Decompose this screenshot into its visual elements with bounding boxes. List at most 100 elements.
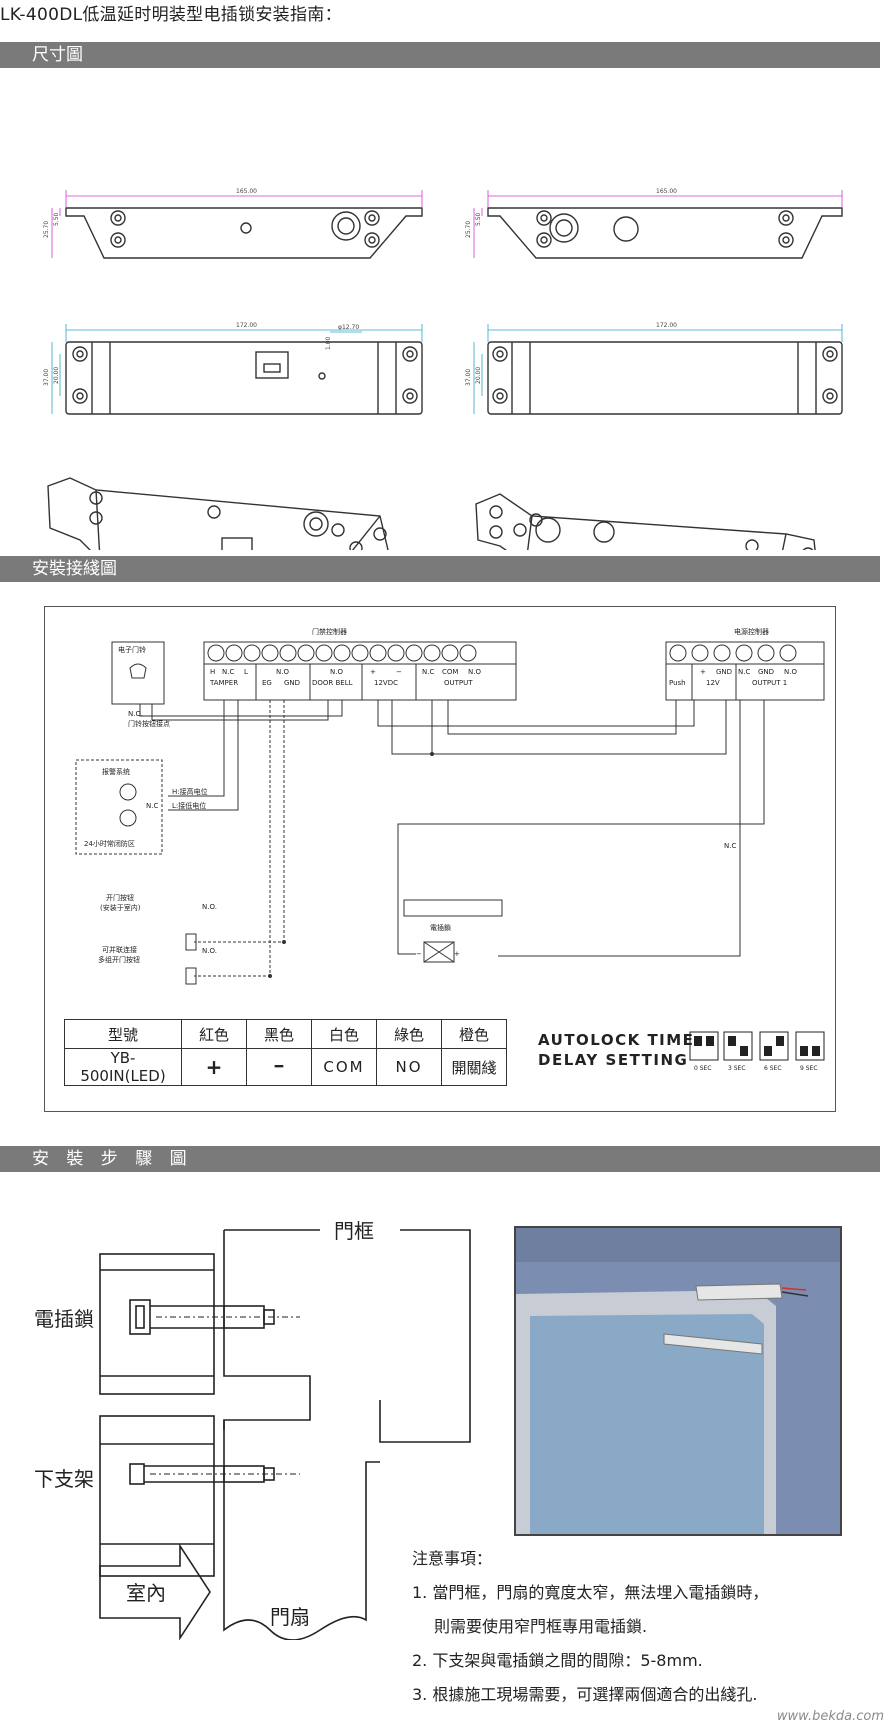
table-header: 橙色 (441, 1019, 507, 1049)
label-alarm-high: H:接高电位 (172, 787, 208, 796)
label-indoor: 室內 (126, 1581, 166, 1605)
pc-12v: 12V (706, 679, 720, 687)
label-open-button-note: (安装于室内) (100, 903, 141, 912)
autolock-title: AUTOLOCK TIME DELAY SETTING (538, 1030, 694, 1070)
label-parallel-button-no: N.O. (202, 947, 217, 955)
dim-top-width-left: 165.00 (236, 188, 257, 195)
label-nc-wire: N.C (724, 842, 736, 850)
dim-front-height-b-right: 20.00 (475, 367, 482, 384)
tb-doorbell: DOOR BELL (312, 679, 353, 687)
pc-no: N.O (784, 668, 797, 676)
wiring-diagram-frame (44, 606, 836, 1112)
notes-item-1b: 則需要使用窄門框專用電插鎖. (434, 1617, 648, 1636)
label-bracket: 下支架 (34, 1467, 94, 1491)
page-title: LK-400DL低温延时明装型电插锁安装指南： (0, 5, 342, 25)
tb-gnd1: GND (284, 679, 300, 687)
notes-block: 注意事項： 1. 當門框，門扇的寬度太窄，無法埋入電插鎖時， 則需要使用窄門框專… (412, 1542, 768, 1712)
label-parallel-button-1: 可并联连接 (102, 945, 137, 954)
pc-gnd2: GND (758, 668, 774, 676)
watermark: www.bekda.com (776, 1709, 884, 1724)
dim-top-height-b-left: 5.50 (53, 212, 60, 226)
label-door-leaf: 門扇 (270, 1605, 310, 1629)
tb-nc: N.C (222, 668, 234, 676)
tb-12vdc: 12VDC (374, 679, 398, 687)
label-power-controller: 电源控制器 (734, 627, 769, 636)
label-door-frame: 門框 (334, 1219, 374, 1243)
table-header: 黑色 (246, 1019, 312, 1049)
pc-plus: + (700, 668, 706, 676)
label-doorbell: 电子门铃 (118, 645, 146, 654)
dim-front-height-a-left: 37.00 (43, 369, 50, 386)
tb-com: COM (442, 668, 458, 676)
section-header-wiring: 安裝接綫圖 (0, 556, 880, 582)
label-alarm-zone: 24小时常闭防区 (84, 839, 135, 848)
label-lock: 電插鎖 (430, 923, 451, 932)
autolock-dip-switches: 0 SEC 3 SEC 6 SEC 9 SEC (689, 1031, 825, 1072)
notes-title: 注意事項： (412, 1549, 493, 1568)
dim-front-width-right: 172.00 (656, 322, 677, 329)
table-cell: YB-500IN(LED) (64, 1048, 182, 1086)
table-cell: 開關綫 (441, 1048, 507, 1086)
dim-front-height-b-left: 20.00 (53, 367, 60, 384)
table-header: 白色 (311, 1019, 377, 1049)
tb-no3: N.O (468, 668, 481, 676)
label-lock-plus: + (454, 950, 460, 958)
table-header: 綠色 (376, 1019, 442, 1049)
tb-eg: EG (262, 679, 272, 687)
notes-item-3: 3. 根據施工現場需要，可選擇兩個適合的出綫孔. (412, 1685, 758, 1704)
pc-push: Push (669, 679, 686, 687)
label-door-controller: 门禁控制器 (312, 627, 347, 636)
table-cell: COM (311, 1048, 377, 1086)
table-header-row: 型號 紅色 黑色 白色 綠色 橙色 (64, 1019, 507, 1049)
wiring-diagram: 门禁控制器 电源控制器 电子门铃 N.O. 门铃按钮接点 报警系统 N.C H:… (75, 627, 825, 985)
autolock-setting-6: 6 SEC (764, 1065, 782, 1072)
section-header-dimensions: 尺寸圖 (0, 42, 880, 68)
tb-no2: N.O (330, 668, 343, 676)
dim-top-height-b-right: 5.50 (475, 212, 482, 226)
label-doorbell-no: N.O. (128, 710, 143, 718)
label-lock-minus: − (416, 950, 422, 958)
label-alarm-nc: N.C (146, 802, 158, 810)
autolock-line-2: DELAY SETTING (538, 1051, 689, 1069)
notes-item-2: 2. 下支架與電插鎖之間的間隙：5-8mm. (412, 1651, 703, 1670)
pc-nc: N.C (738, 668, 750, 676)
tb-nc2: N.C (422, 668, 434, 676)
pc-output1: OUTPUT 1 (752, 679, 787, 687)
dim-hole-offset: 1.00 (325, 336, 332, 350)
dim-top-width-right: 165.00 (656, 188, 677, 195)
installation-photo (514, 1226, 842, 1536)
label-open-button: 开门按钮 (106, 893, 134, 902)
dim-top-height-a-left: 25.70 (43, 221, 50, 238)
dim-front-width-left: 172.00 (236, 322, 257, 329)
tb-plus: + (370, 668, 376, 676)
tb-minus: − (396, 668, 402, 676)
label-open-button-no: N.O. (202, 903, 217, 911)
tb-tamper: TAMPER (209, 679, 238, 687)
autolock-setting-3: 3 SEC (728, 1065, 746, 1072)
installation-photo-drawing (516, 1228, 840, 1534)
table-cell: ━ (246, 1048, 312, 1086)
label-doorbell-button: 门铃按钮接点 (128, 719, 170, 728)
wire-color-table: 型號 紅色 黑色 白色 綠色 橙色 YB-500IN(LED) + ━ COM … (64, 1019, 507, 1086)
pc-gnd: GND (716, 668, 732, 676)
dim-top-height-a-right: 25.70 (465, 221, 472, 238)
table-header: 型號 (64, 1019, 182, 1049)
table-header: 紅色 (181, 1019, 247, 1049)
label-lock-step: 電插鎖 (34, 1307, 94, 1331)
label-alarm-system: 报警系统 (102, 767, 130, 776)
tb-h: H (210, 668, 215, 676)
tb-output: OUTPUT (444, 679, 473, 687)
autolock-setting-0: 0 SEC (694, 1065, 712, 1072)
dimension-drawings: 165.00 165.00 25.70 5.50 25.70 5.50 172.… (43, 188, 843, 550)
installation-diagram: 門框 電插鎖 下支架 室內 門扇 (34, 1219, 471, 1640)
notes-item-1a: 1. 當門框，門扇的寬度太窄，無法埋入電插鎖時， (412, 1583, 769, 1602)
autolock-setting-9: 9 SEC (800, 1065, 818, 1072)
table-cell: NO (376, 1048, 442, 1086)
section-header-steps: 安 裝 步 驟 圖 (0, 1146, 880, 1172)
label-parallel-button-2: 多组开门按钮 (98, 955, 140, 964)
dim-front-height-a-right: 37.00 (465, 369, 472, 386)
tb-l: L (244, 668, 248, 676)
table-cell: + (181, 1048, 247, 1086)
dim-hole-diameter: φ12.70 (338, 324, 359, 331)
label-alarm-low: L:接低电位 (172, 801, 206, 810)
